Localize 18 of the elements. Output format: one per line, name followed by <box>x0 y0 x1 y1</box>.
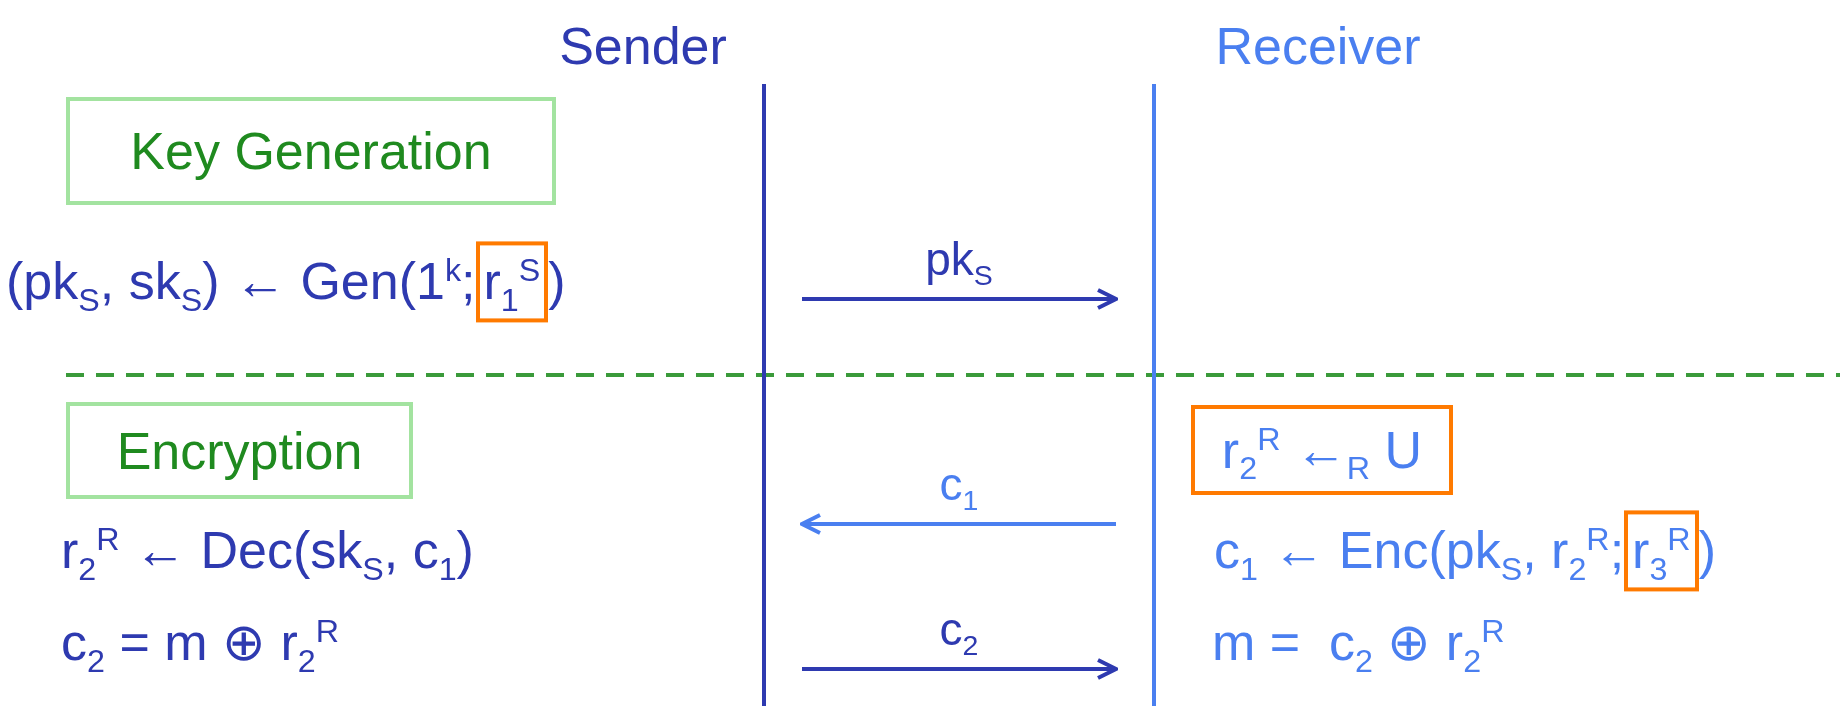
protocol-step: (pk$_{S}$, sk$_{S}$) ← Gen(1$^{k}$; <box>6 253 476 311</box>
party-heading: Receiver <box>1215 18 1421 76</box>
arrow <box>802 658 1118 680</box>
section-heading-box: Encryption <box>66 402 413 499</box>
arrow <box>800 513 1116 535</box>
protocol-step: r$_{2}$$^{R}$ ← Dec(sk$_{S}$, c$_{1}$) <box>61 522 474 580</box>
section-heading-box: Key Generation <box>66 97 556 205</box>
highlight-box: r$_{2}$$^{R}$ ←$_{R}$ U <box>1191 405 1453 495</box>
protocol-step: ) <box>1698 522 1716 580</box>
party-heading: Sender <box>559 18 727 76</box>
arrow <box>802 288 1118 310</box>
protocol-step: c$_{1}$ ← Enc(pk$_{S}$, r$_{2}$$^{R}$; <box>1214 522 1625 580</box>
edge-label: c$_{1}$ <box>939 458 979 510</box>
edge-label: pk$_{S}$ <box>925 233 993 285</box>
lifeline <box>762 84 766 706</box>
protocol-step: ) <box>548 253 566 311</box>
lifeline <box>1152 84 1156 706</box>
edge-label: c$_{2}$ <box>939 603 979 655</box>
